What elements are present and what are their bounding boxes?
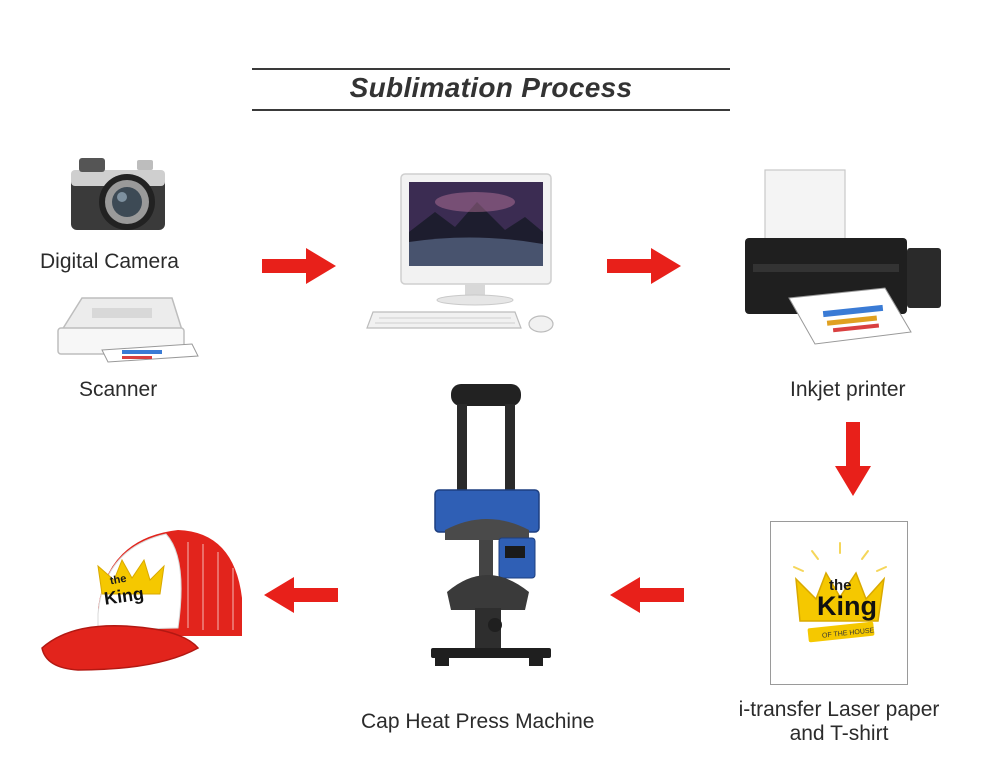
inkjet-printer-label: Inkjet printer	[790, 378, 906, 401]
cap-heat-press-icon	[431, 384, 551, 666]
arrow-right-icon	[607, 248, 681, 284]
computer-icon	[366, 173, 554, 333]
scanner-icon	[57, 297, 199, 363]
title-rule-bottom	[252, 109, 730, 111]
transfer-paper-icon	[770, 521, 908, 685]
arrow-down-icon	[835, 422, 871, 496]
arrow-right-icon	[262, 248, 336, 284]
diagram-title: Sublimation Process	[349, 72, 633, 103]
artwork-king-text: King	[817, 591, 877, 621]
artwork-the-text: the	[829, 577, 852, 594]
arrow-left-icon	[610, 577, 684, 613]
cap-heat-press-label: Cap Heat Press Machine	[361, 710, 595, 733]
digital-camera-icon	[71, 158, 165, 230]
cap-icon	[41, 530, 242, 671]
transfer-label-line1: i-transfer Laser paper	[738, 698, 940, 721]
arrow-left-icon	[264, 577, 338, 613]
digital-camera-label: Digital Camera	[40, 250, 179, 273]
inkjet-printer-icon	[745, 169, 941, 345]
scanner-label: Scanner	[79, 378, 158, 401]
title-rule-top	[252, 68, 730, 70]
transfer-label-line2: and T-shirt	[789, 722, 889, 745]
